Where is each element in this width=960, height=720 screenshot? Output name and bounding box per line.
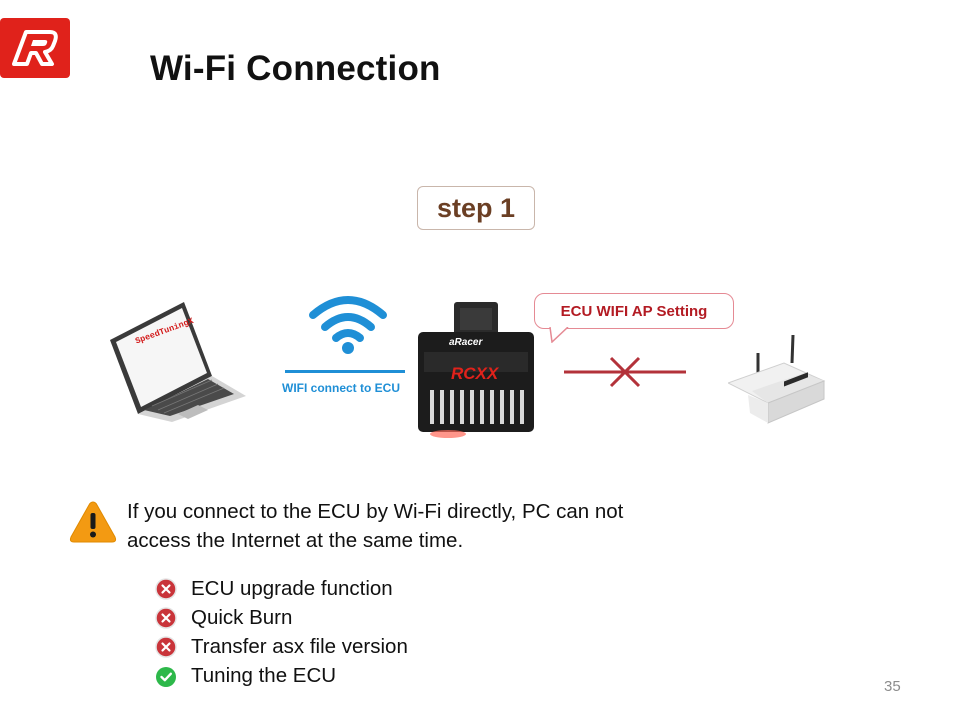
callout-tail (549, 327, 569, 343)
ecu-brand-label: aRacer (449, 337, 483, 348)
slide-title: Wi-Fi Connection (150, 49, 441, 88)
brand-logo (0, 18, 70, 78)
wifi-connection-line (285, 370, 405, 373)
x-circle-icon (155, 635, 177, 658)
page-number: 35 (884, 678, 901, 695)
ecu-model-label: RCXX (451, 364, 499, 383)
feature-label: ECU upgrade function (191, 576, 393, 600)
x-circle-icon (155, 577, 177, 600)
step-badge: step 1 (417, 186, 535, 230)
warning-text-line1: If you connect to the ECU by Wi-Fi direc… (127, 500, 624, 523)
router-illustration (728, 334, 826, 424)
ap-setting-callout: ECU WIFI AP Setting (534, 293, 734, 329)
feature-label: Transfer asx file version (191, 634, 408, 658)
warning-text-line2: access the Internet at the same time. (127, 529, 464, 552)
x-circle-icon (155, 606, 177, 629)
check-circle-icon (156, 666, 176, 687)
warning-icon (69, 501, 117, 543)
wifi-connect-label: WIFI connect to ECU (282, 381, 400, 395)
feature-label: Tuning the ECU (191, 663, 337, 687)
blocked-connection-icon (564, 356, 686, 388)
warning-text: If you connect to the ECU by Wi-Fi direc… (127, 497, 747, 555)
feature-label: Quick Burn (191, 605, 293, 629)
ecu-device (418, 302, 534, 438)
wifi-icon (309, 296, 387, 354)
laptop-illustration (110, 302, 246, 422)
